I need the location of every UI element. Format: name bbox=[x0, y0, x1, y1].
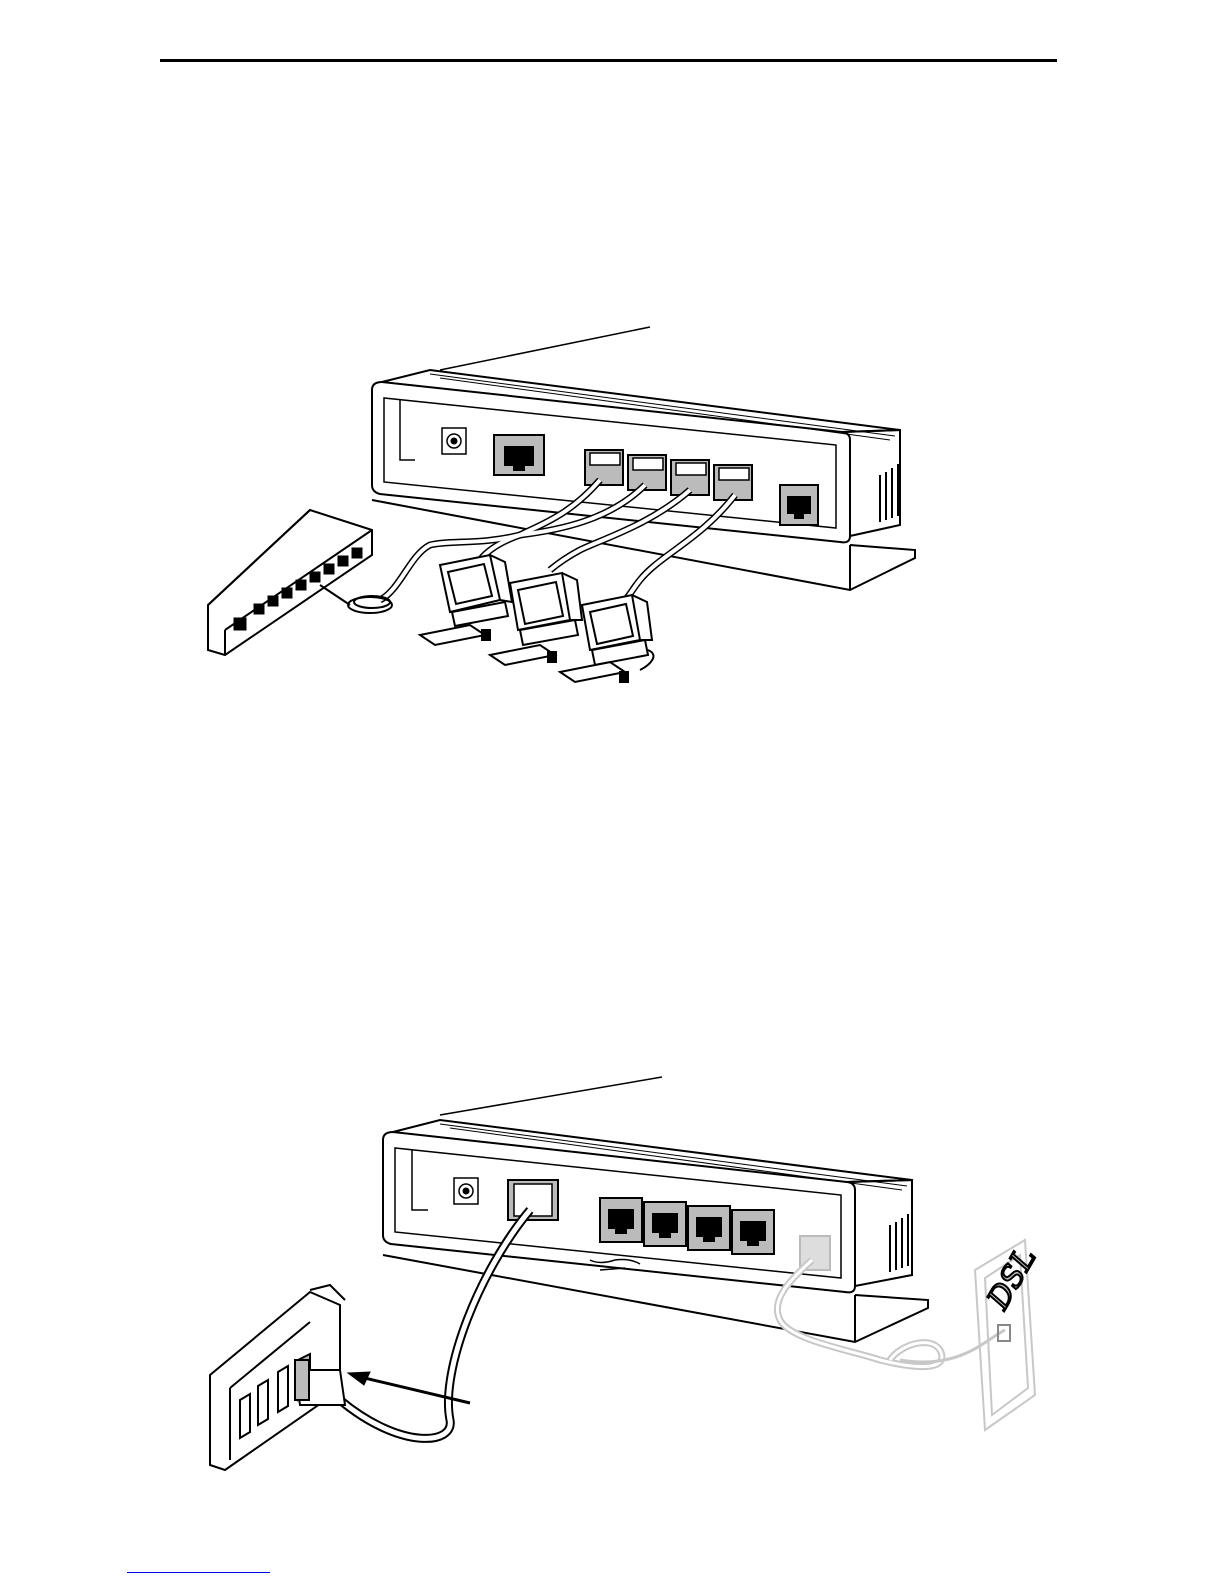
power-jack-icon bbox=[442, 428, 466, 454]
ethernet-hub bbox=[208, 510, 372, 655]
lan-ports bbox=[600, 1198, 774, 1254]
computer-icon bbox=[420, 555, 512, 645]
power-jack-icon bbox=[454, 1178, 478, 1204]
dsl-port bbox=[780, 485, 818, 525]
header-rule bbox=[160, 59, 1057, 62]
uplink-port bbox=[494, 435, 544, 475]
figure-router-lan-setup bbox=[0, 300, 1225, 720]
cable-coil bbox=[320, 585, 392, 613]
footer-link-underline[interactable] bbox=[127, 1572, 270, 1573]
computer-icon bbox=[490, 573, 582, 665]
wall-jack-label: DSL bbox=[980, 1242, 1043, 1316]
network-card-plug bbox=[295, 1360, 345, 1405]
figure-router-wan-setup: DSL bbox=[0, 1060, 1225, 1480]
uplink-port bbox=[508, 1180, 558, 1220]
computer-icon bbox=[560, 595, 653, 682]
